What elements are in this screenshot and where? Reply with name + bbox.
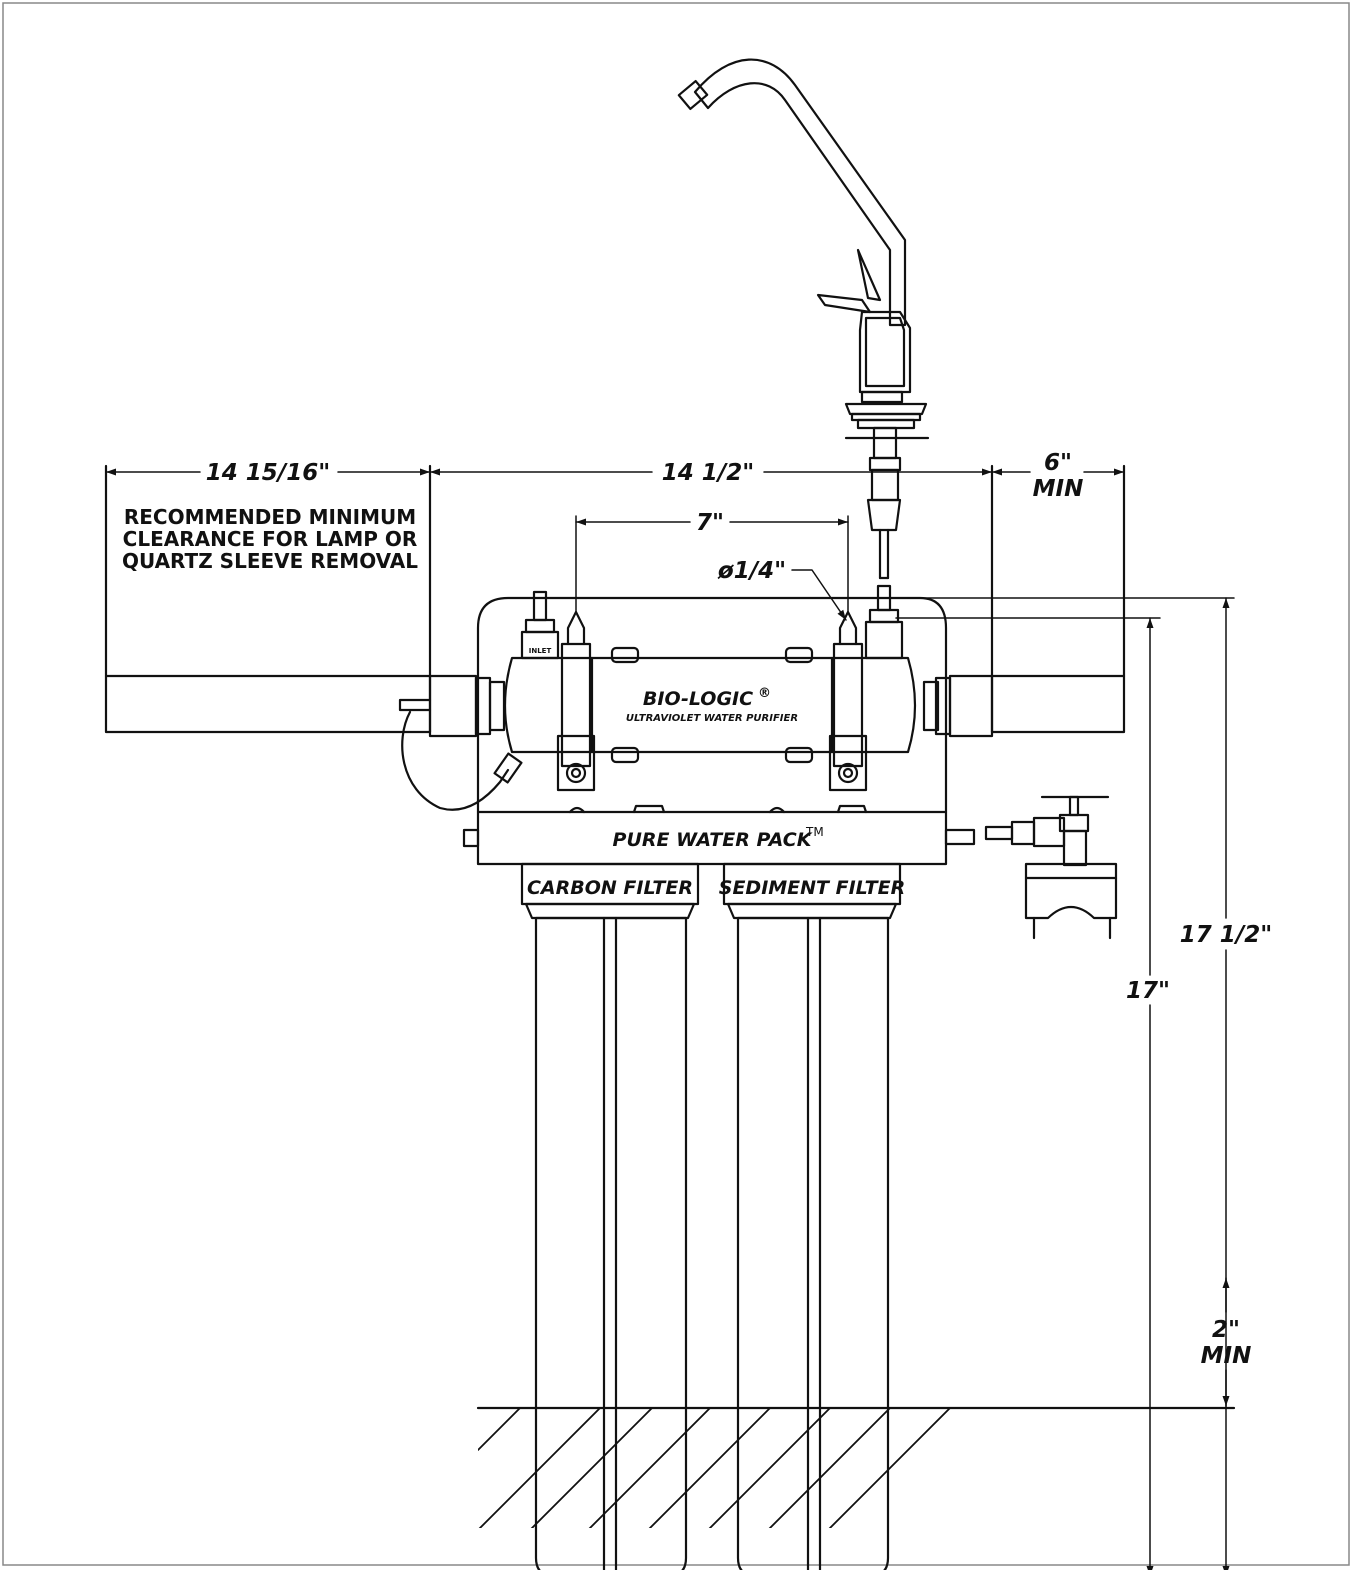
saddle-valve xyxy=(984,795,1118,940)
clearance-note-line-1: RECOMMENDED MINIMUM xyxy=(124,505,416,529)
purifier-subtitle: ULTRAVIOLET WATER PURIFIER xyxy=(626,713,798,724)
bracket-spacing-dimension: 7" xyxy=(696,510,724,536)
uv-purifier xyxy=(398,584,994,811)
clearance-note-line-2: CLEARANCE FOR LAMP OR xyxy=(123,527,418,551)
carbon-filter xyxy=(520,862,700,1570)
pack-label: PURE WATER PACK xyxy=(613,829,813,851)
sediment-filter xyxy=(722,862,902,1570)
sediment-filter-label: SEDIMENT FILTER xyxy=(719,877,905,899)
overall-height-dimension: 17 1/2" xyxy=(1180,922,1272,948)
mounting-bracket xyxy=(476,596,948,814)
hole-diameter-dimension: ø1/4" xyxy=(717,558,786,584)
carbon-filter-label: CARBON FILTER xyxy=(527,877,693,899)
pack-trademark: TM xyxy=(805,825,824,839)
right-clearance-zone xyxy=(428,464,1126,734)
right-clearance-dimension: 6" xyxy=(1044,450,1072,476)
pure-water-pack xyxy=(462,804,976,866)
floor-clearance-min: MIN xyxy=(1201,1343,1252,1369)
faucet xyxy=(677,58,930,580)
purifier-registered-mark: ® xyxy=(758,686,771,701)
inlet-label: INLET xyxy=(529,647,552,655)
inner-height-dimension: 17" xyxy=(1126,978,1170,1004)
purifier-brand: BIO-LOGIC xyxy=(643,688,753,710)
lamp-clearance-dimension: 14 15/16" xyxy=(206,460,330,486)
floor xyxy=(476,1406,1236,1528)
dimension-lines xyxy=(105,468,1235,1570)
floor-clearance-dimension: 2" xyxy=(1212,1317,1240,1343)
clearance-note-line-3: QUARTZ SLEEVE REMOVAL xyxy=(122,549,418,573)
right-clearance-min: MIN xyxy=(1033,476,1084,502)
unit-length-dimension: 14 1/2" xyxy=(662,460,754,486)
